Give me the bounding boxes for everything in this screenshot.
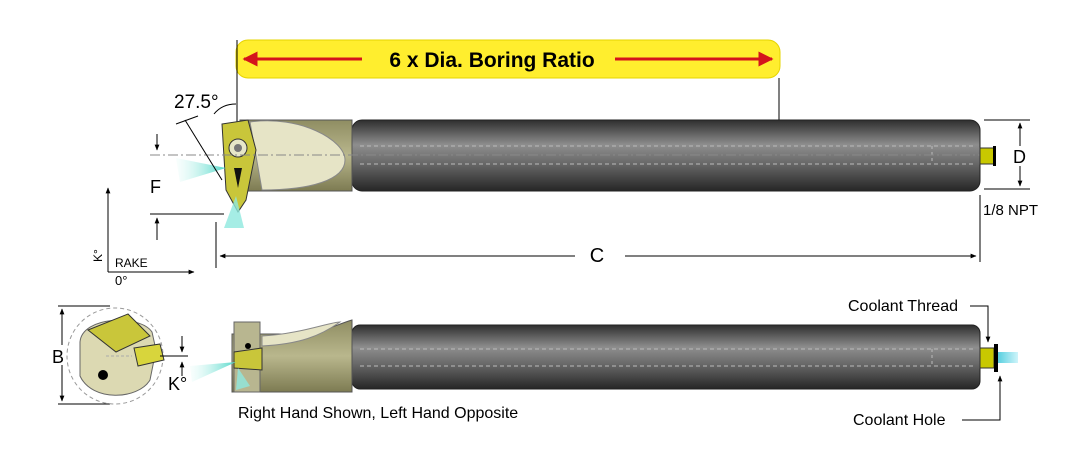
insert-top: [221, 119, 257, 213]
coolant-spray-bottom: [224, 196, 244, 228]
coolant-hole-leader: [962, 375, 1003, 421]
end-view: [66, 307, 165, 405]
head-bottom: [231, 319, 353, 393]
f-label: F: [150, 177, 161, 197]
d-label: D: [1013, 147, 1026, 167]
coolant-thread-label: Coolant Thread: [848, 298, 958, 315]
shank-bottom: [351, 324, 981, 390]
coolant-hole-label: Coolant Hole: [853, 412, 946, 429]
rake-label: RAKE: [115, 256, 148, 270]
insert-bottom: [233, 347, 263, 371]
coolant-fitting-bottom: [979, 347, 995, 369]
coolant-spray-side: [190, 362, 236, 382]
k-deg-label: K°: [168, 374, 187, 394]
banner-text: 6 x Dia. Boring Ratio: [389, 49, 594, 72]
head-top: [221, 119, 353, 213]
zero-label: 0°: [115, 273, 127, 288]
boring-ratio-banner: 6 x Dia. Boring Ratio: [235, 39, 781, 79]
b-label: B: [52, 347, 64, 367]
angle-label: 27.5°: [174, 92, 219, 113]
coolant-thread-leader: [970, 305, 991, 343]
angle-line: [184, 119, 223, 181]
coolant-fitting-top: [979, 147, 995, 165]
c-label: C: [590, 245, 604, 267]
coolant-stream: [998, 352, 1018, 363]
npt-label: 1/8 NPT: [983, 202, 1038, 219]
coolant-spray-top: [176, 158, 226, 182]
caption: Right Hand Shown, Left Hand Opposite: [238, 405, 518, 422]
k-axis-label: K°: [91, 249, 105, 262]
